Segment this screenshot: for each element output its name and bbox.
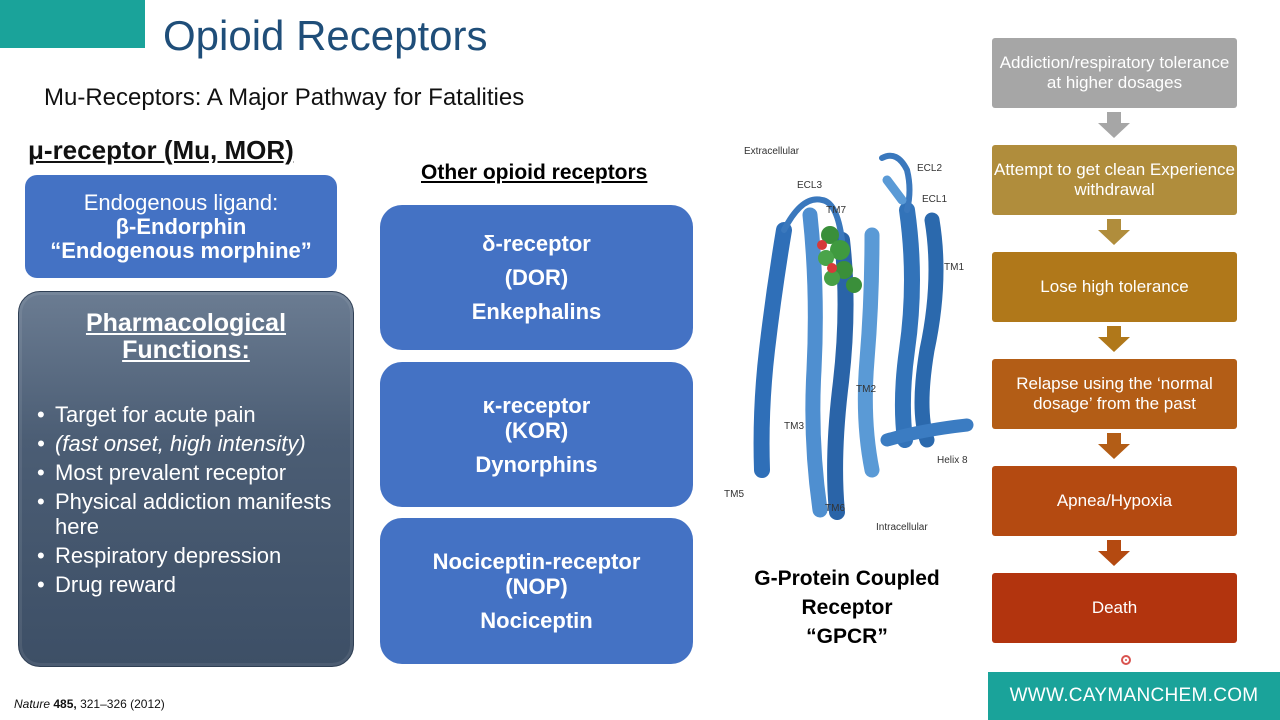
label-extracellular: Extracellular (744, 146, 800, 157)
down-arrow-icon (1098, 433, 1130, 459)
receptor-abbr: (NOP) (505, 574, 568, 599)
citation: Nature 485, 321–326 (2012) (14, 697, 165, 711)
list-item: Physical addiction manifests here (35, 489, 353, 539)
label-intracellular: Intracellular (876, 522, 928, 533)
pharmacological-functions-box: Pharmacological Functions: Target for ac… (18, 291, 354, 667)
label-tm6: TM6 (825, 503, 845, 514)
slide-title: Opioid Receptors (163, 12, 488, 59)
receptor-ligand: Enkephalins (471, 298, 602, 324)
label-tm1: TM1 (944, 262, 964, 273)
functions-list: Target for acute pain (fast onset, high … (35, 402, 353, 601)
flow-step: Apnea/Hypoxia (992, 466, 1237, 536)
flow-step: Relapse using the ‘normal dosage’ from t… (992, 359, 1237, 429)
citation-pages: 321–326 (2012) (76, 697, 165, 711)
kappa-receptor-box: κ-receptor (KOR) Dynorphins (380, 362, 693, 507)
receptor-ligand: Dynorphins (475, 451, 598, 477)
down-arrow-icon (1098, 326, 1130, 352)
gpcr-structure-image: Extracellular Intracellular ECL2 ECL1 EC… (722, 140, 984, 545)
receptor-ligand: Nociceptin (480, 608, 593, 633)
list-item: (fast onset, high intensity) (35, 431, 353, 456)
down-arrow-icon (1098, 219, 1130, 245)
list-item: Most prevalent receptor (35, 460, 353, 485)
down-arrow-icon (1098, 112, 1130, 138)
flow-step: Attempt to get clean Experience withdraw… (992, 145, 1237, 215)
pointer-cursor-icon (1121, 655, 1131, 665)
label-tm3: TM3 (784, 421, 804, 432)
citation-journal: Nature (14, 697, 51, 711)
caption-line3: “GPCR” (806, 625, 888, 648)
functions-heading: Pharmacological Functions: (19, 310, 353, 364)
ligand-name: β-Endorphin (115, 213, 247, 239)
website-banner[interactable]: WWW.CAYMANCHEM.COM (988, 672, 1280, 720)
label-ecl2: ECL2 (917, 163, 942, 174)
label-helix8: Helix 8 (937, 455, 968, 466)
receptor-abbr: (KOR) (504, 417, 569, 443)
functions-heading-line1: Pharmacological (85, 309, 287, 337)
endogenous-ligand-box: Endogenous ligand: β-Endorphin “Endogeno… (25, 175, 337, 278)
corner-accent (0, 0, 145, 48)
label-ecl1: ECL1 (922, 194, 947, 205)
flow-step: Lose high tolerance (992, 252, 1237, 322)
flow-step: Addiction/respiratory tolerance at highe… (992, 38, 1237, 108)
slide-subtitle: Mu-Receptors: A Major Pathway for Fatali… (44, 84, 525, 111)
functions-heading-line2: Functions: (122, 336, 250, 364)
list-item: Drug reward (35, 572, 353, 597)
list-item: Respiratory depression (35, 543, 353, 568)
receptor-abbr: (DOR) (504, 264, 569, 290)
nociceptin-receptor-box: Nociceptin-receptor (NOP) Nociceptin (380, 518, 693, 664)
ligand-label: Endogenous ligand: (83, 189, 279, 215)
mu-receptor-heading: μ-receptor (Mu, MOR) (28, 135, 294, 165)
caption-line2: Receptor (801, 596, 893, 619)
caption-line1: G-Protein Coupled (754, 567, 940, 590)
label-tm5: TM5 (724, 489, 744, 500)
list-item: Target for acute pain (35, 402, 353, 427)
gpcr-caption: G-Protein Coupled Receptor “GPCR” (730, 564, 964, 651)
receptor-name: Nociceptin-receptor (432, 549, 641, 574)
flow-step: Death (992, 573, 1237, 643)
receptor-name: δ-receptor (482, 230, 591, 256)
delta-receptor-box: δ-receptor (DOR) Enkephalins (380, 205, 693, 350)
citation-volume: 485, (53, 697, 77, 711)
label-tm7: TM7 (826, 205, 846, 216)
receptor-name: κ-receptor (482, 392, 591, 418)
down-arrow-icon (1098, 540, 1130, 566)
ligand-nickname: “Endogenous morphine” (50, 237, 312, 263)
label-ecl3: ECL3 (797, 180, 822, 191)
other-receptors-heading: Other opioid receptors (421, 161, 648, 184)
label-tm2: TM2 (856, 384, 876, 395)
